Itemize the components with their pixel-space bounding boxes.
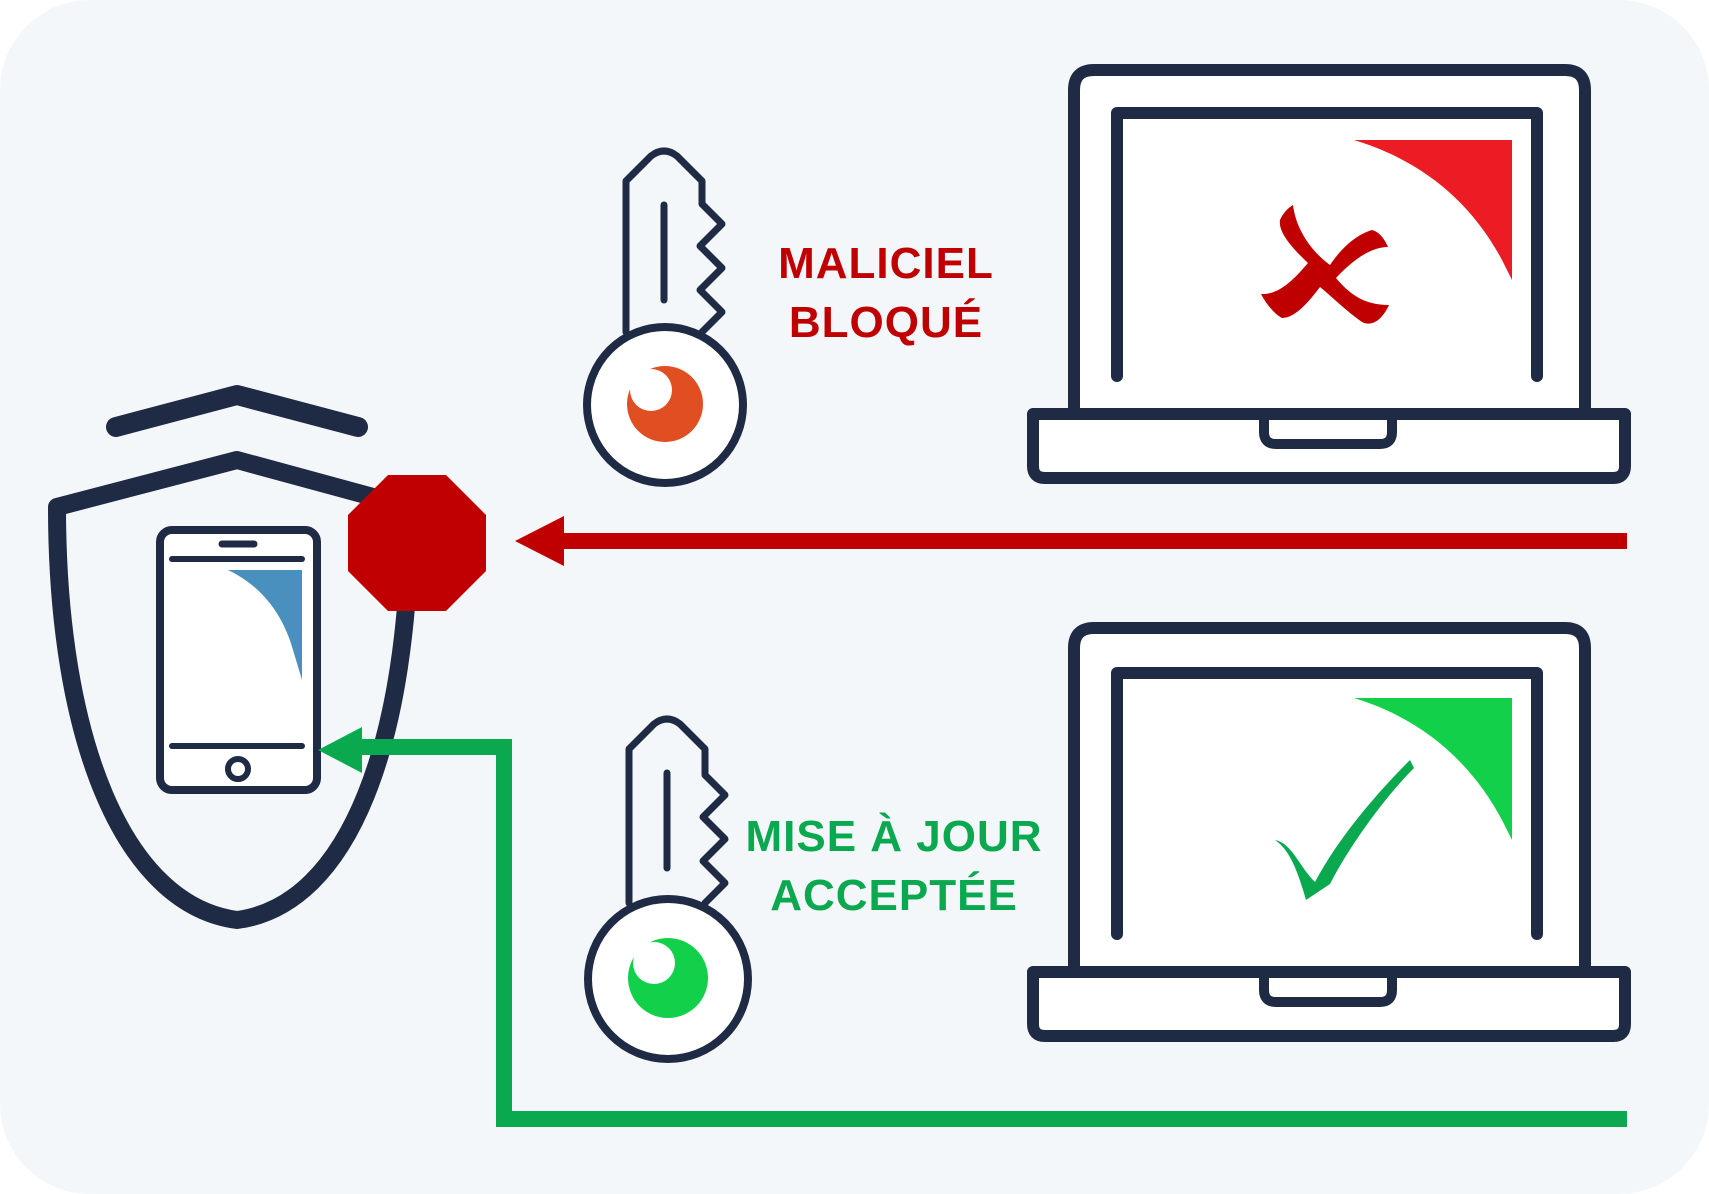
accepted-label-line2: ACCEPTÉE	[770, 870, 1018, 920]
stop-sign-icon	[348, 475, 486, 611]
phone-screen-corner-mark	[228, 570, 302, 680]
corner-mark-red	[1354, 140, 1512, 280]
corner-mark-green	[1354, 698, 1512, 840]
key-icon	[583, 147, 747, 487]
blocked-arrow	[515, 516, 1627, 566]
shield-icon	[48, 385, 419, 929]
blocked-label-line1: MALICIEL	[778, 239, 994, 288]
laptop-icon	[1027, 64, 1631, 484]
accepted-label-line1: MISE À JOUR	[745, 811, 1042, 861]
accepted-arrow	[318, 727, 1627, 1127]
blocked-label-line2: BLOQUÉ	[789, 297, 983, 347]
cross-mark-icon	[1261, 205, 1389, 324]
key-icon-2	[584, 715, 752, 1063]
check-mark-icon	[1275, 760, 1414, 900]
laptop-icon-2	[1027, 622, 1631, 1042]
smartphone-icon	[156, 526, 321, 794]
